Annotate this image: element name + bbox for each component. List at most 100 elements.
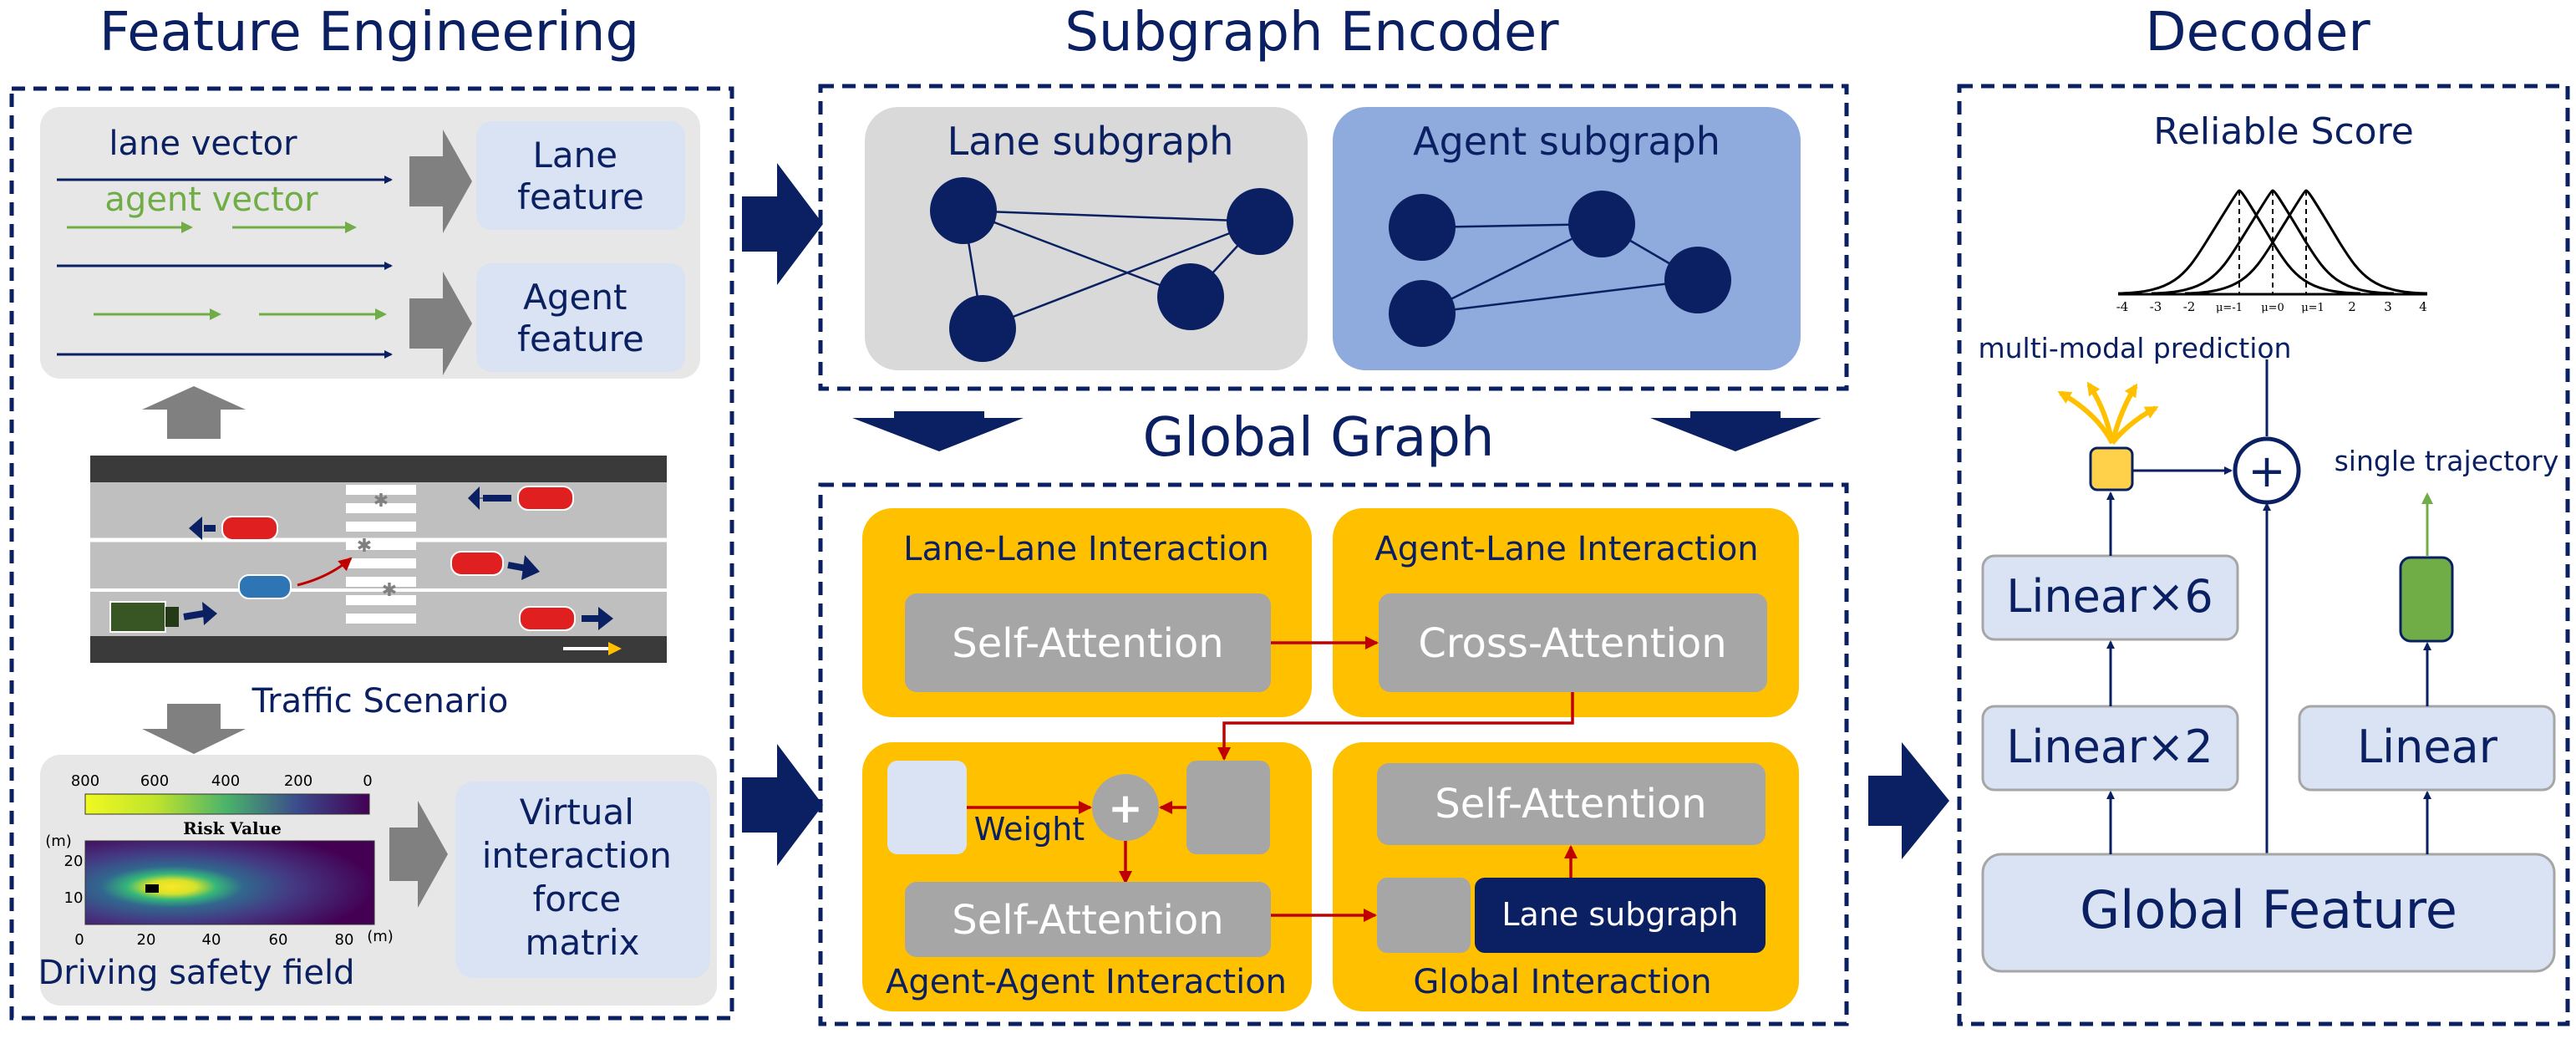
to-lane-feature-arrow <box>409 130 472 233</box>
reliable-score-title: Reliable Score <box>2153 110 2414 153</box>
linear6-label: Linear×6 <box>2006 570 2213 623</box>
agent-node <box>1664 247 1731 313</box>
title-global-graph: Global Graph <box>1143 407 1495 469</box>
title-feature-engineering: Feature Engineering <box>99 2 639 64</box>
agent-node <box>1389 280 1456 347</box>
car-red-bottom-right <box>519 606 613 631</box>
lane-feature-line-2: feature <box>517 176 644 217</box>
agent-feature-line-1: Agent <box>523 277 627 318</box>
pedestrian-icon-3: ✱ <box>382 580 397 601</box>
cross-to-agent-agent-arrow <box>1217 692 1574 761</box>
to-agent-feature-arrow <box>409 272 472 375</box>
global-self-attention-label: Self-Attention <box>1435 781 1706 828</box>
lane-lane-self-attention-label: Self-Attention <box>952 620 1223 667</box>
risk-heatmap: 800 600 400 200 0 Risk Value (m) 20 10 0… <box>45 772 394 949</box>
pedestrian-icon-1: ✱ <box>373 491 389 512</box>
single-trajectory-label: single trajectory <box>2335 445 2559 477</box>
lane-lane-title: Lane-Lane Interaction <box>903 530 1269 568</box>
lane-feature-label: Lane feature <box>517 135 644 217</box>
global-to-decoder-arrow <box>1868 742 1949 859</box>
cross-attention-label: Cross-Attention <box>1418 620 1726 667</box>
colorbar-tick: 800 <box>71 772 99 790</box>
global-graph-frame <box>818 482 1849 1026</box>
subgraph-to-global-arrow-left <box>852 411 1024 451</box>
colorbar-tick: 600 <box>140 772 169 790</box>
agent-agent-weight-box <box>887 761 967 854</box>
global-feature-label: Global Feature <box>2080 879 2457 940</box>
agent-feature-label: Agent feature <box>517 277 644 359</box>
linear-label: Linear <box>2357 721 2498 773</box>
lane-lane-self-attention-box <box>905 593 1271 692</box>
weight-label: Weight <box>974 811 1085 848</box>
car-blue <box>238 574 292 599</box>
agent-agent-title: Agent-Agent Interaction <box>886 963 1287 1001</box>
heatmap-title: Risk Value <box>183 818 282 838</box>
car-red-top-right <box>468 486 574 511</box>
gaussian-tick: μ=1 <box>2301 302 2324 314</box>
gaussian-tick: -3 <box>2150 299 2162 314</box>
lane-feature-line-1: Lane <box>533 135 618 176</box>
gaussian-plot: -4 -3 -2 μ=-1 μ=0 μ=1 2 3 4 <box>2116 189 2428 314</box>
vif-line-2: interaction <box>482 835 672 876</box>
multi-modal-output-node <box>2089 446 2134 491</box>
heatmap-y-unit: (m) <box>45 833 72 850</box>
agent-node <box>1389 194 1456 261</box>
colorbar-tick: 200 <box>284 772 312 790</box>
agent-subgraph-title: Agent subgraph <box>1413 119 1720 164</box>
lane-subgraph-title: Lane subgraph <box>948 119 1234 164</box>
heatmap-field <box>84 840 375 925</box>
global-self-attention-box <box>1377 763 1766 845</box>
lane-feature-box <box>476 121 685 230</box>
gaussian-tick: 4 <box>2419 299 2427 314</box>
agent-agent-self-attention-label: Self-Attention <box>952 897 1223 944</box>
heatmap-vehicle-marker <box>145 884 159 893</box>
to-vif-matrix-arrow <box>389 801 448 908</box>
agent-agent-self-attention-box <box>905 882 1271 957</box>
lane-vector-label: lane vector <box>109 125 297 163</box>
multi-modal-fan-icon <box>2057 381 2159 445</box>
gaussian-tick: μ=0 <box>2261 302 2284 314</box>
agent-feature-box <box>476 263 685 372</box>
heatmap-y-tick: 20 <box>64 853 84 870</box>
decoder-plus-icon: + <box>2248 445 2285 497</box>
multi-modal-prediction-label: multi-modal prediction <box>1979 332 2292 364</box>
lane-node <box>1227 188 1293 255</box>
title-subgraph-encoder: Subgraph Encoder <box>1064 2 1559 64</box>
feature-to-global-arrow <box>742 744 823 866</box>
car-red-left <box>189 516 278 541</box>
car-red-middle-right <box>450 551 540 580</box>
colorbar <box>84 793 370 815</box>
vif-matrix-box <box>455 782 710 978</box>
heatmap-x-tick: 60 <box>269 931 288 949</box>
heatmap-x-tick: 80 <box>335 931 354 949</box>
agent-feature-line-2: feature <box>517 318 644 359</box>
heatmap-x-tick: 0 <box>74 931 84 949</box>
truck-green <box>109 601 217 633</box>
agent-vector-label: agent vector <box>104 181 318 219</box>
vif-line-4: matrix <box>526 922 640 963</box>
vif-matrix-label: Virtual interaction force matrix <box>482 792 683 963</box>
heatmap-x-unit: (m) <box>367 928 394 945</box>
traffic-scenario-label: Traffic Scenario <box>252 682 509 721</box>
feature-engineering-frame <box>9 86 734 1021</box>
title-decoder: Decoder <box>2145 2 2370 64</box>
colorbar-tick: 400 <box>211 772 240 790</box>
plus-icon: + <box>1108 784 1143 833</box>
ego-path-arrow <box>297 557 353 587</box>
feature-to-subgraph-arrow <box>742 163 823 285</box>
lane-node <box>930 177 997 244</box>
road-top-shoulder <box>90 456 667 482</box>
vif-line-1: Virtual <box>520 792 634 833</box>
colorbar-tick: 0 <box>363 772 372 790</box>
single-trajectory-node <box>2399 556 2454 643</box>
scenario-down-arrow <box>142 704 246 754</box>
driving-safety-field-label: Driving safety field <box>38 954 354 992</box>
crosswalk <box>346 485 416 624</box>
vif-line-3: force <box>532 878 621 919</box>
lane-subgraph-token-label: Lane subgraph <box>1501 896 1738 933</box>
decoder-frame <box>1957 84 2570 1026</box>
pedestrian-icon-2: ✱ <box>357 536 372 557</box>
global-feature-box <box>1981 853 2556 973</box>
global-interaction-title: Global Interaction <box>1413 963 1711 1001</box>
